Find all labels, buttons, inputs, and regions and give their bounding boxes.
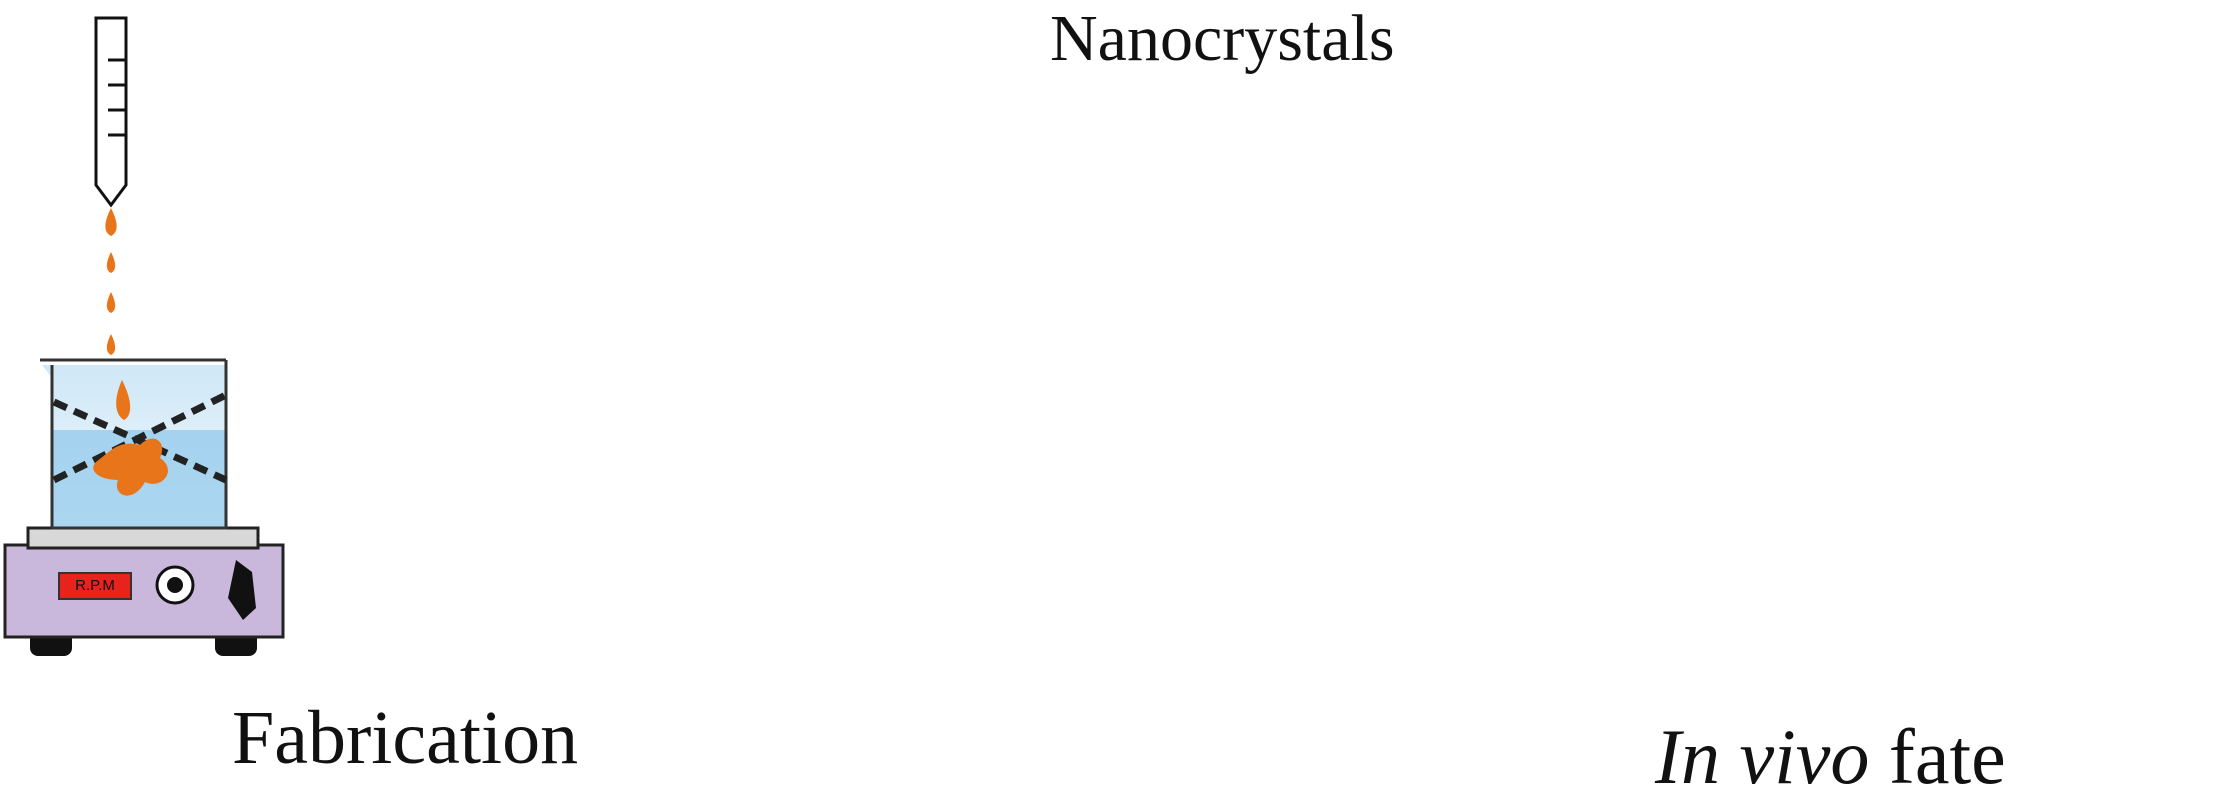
- nanocrystals-label: Nanocrystals: [1050, 2, 1395, 75]
- fabrication-label: Fabrication: [232, 696, 579, 780]
- in-vivo-fate-label: In vivo fate: [1655, 718, 2006, 796]
- in-vivo-italic: In vivo: [1655, 713, 1870, 800]
- pipette-icon: [94, 16, 128, 355]
- hotplate-stirrer-icon: [3, 358, 285, 656]
- fate-word: fate: [1869, 713, 2006, 800]
- hotplate-display: R.P.M: [58, 572, 132, 600]
